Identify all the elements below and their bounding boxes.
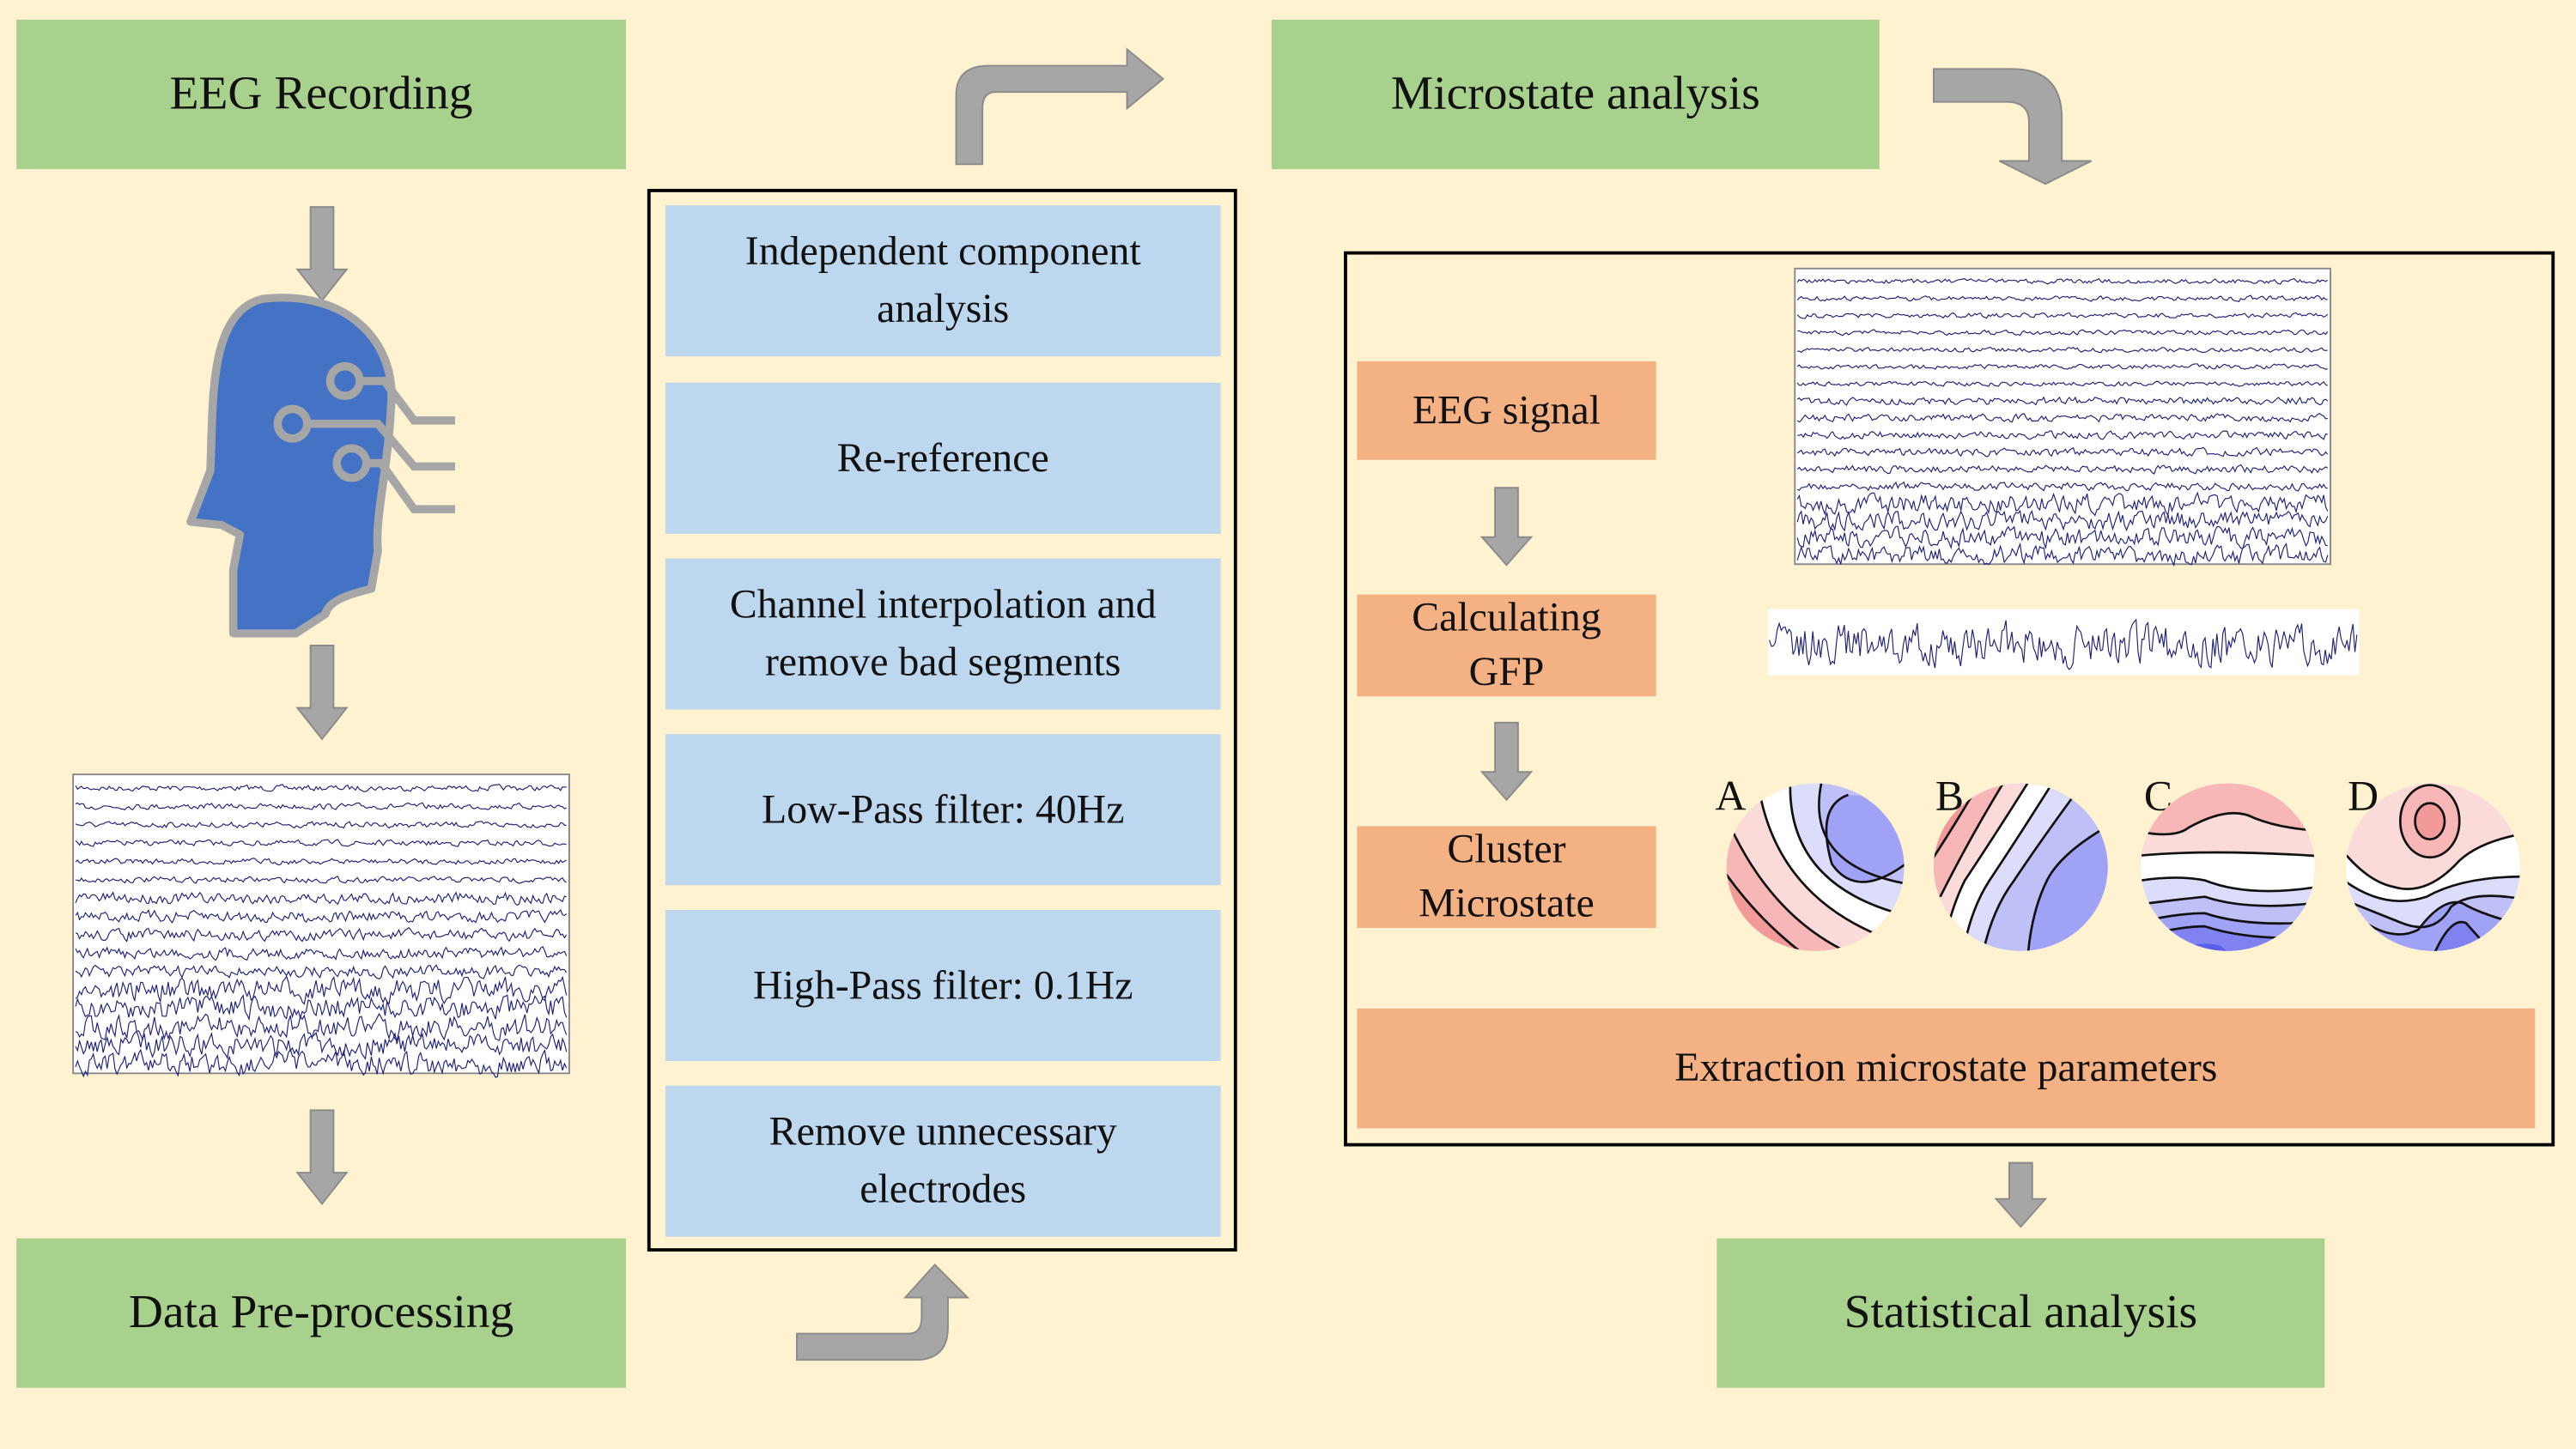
eeg-trace <box>1796 464 2329 475</box>
eeg-trace <box>1796 294 2328 302</box>
preproc-step-label: Independent component analysis <box>744 229 1141 332</box>
eeg-trace <box>1796 446 2329 458</box>
down-arrow-icon <box>1479 487 1534 567</box>
topomap-c <box>2141 783 2315 951</box>
micro-step-calculating-gfp: Calculating GFP <box>1357 594 1656 697</box>
eeg-trace <box>75 802 567 811</box>
preproc-step-label: Re-reference <box>836 435 1049 481</box>
eeg-signal-plot <box>1794 267 2331 567</box>
raw-eeg-plot <box>72 773 570 1078</box>
down-arrow-icon <box>295 1109 349 1205</box>
preproc-step-label: Low-Pass filter: 40Hz <box>761 787 1125 833</box>
eeg-trace <box>75 946 568 961</box>
eeg-trace <box>1796 380 2329 387</box>
preproc-step-ica: Independent component analysis <box>665 205 1221 357</box>
down-arrow-icon <box>295 206 349 302</box>
step-microstate-analysis-label: Microstate analysis <box>1390 67 1760 120</box>
eeg-trace <box>75 964 568 979</box>
topomap-a <box>1726 783 1905 951</box>
step-microstate-analysis: Microstate analysis <box>1271 19 1880 170</box>
microstate-analysis-frame <box>1344 251 2555 1147</box>
eeg-trace <box>1769 618 2358 670</box>
eeg-trace <box>75 994 568 1022</box>
bent-arrow-right-up-icon <box>795 1263 970 1361</box>
eeg-trace <box>1796 509 2329 532</box>
eeg-trace <box>1797 329 2329 336</box>
eeg-trace <box>75 1012 568 1041</box>
eeg-trace <box>75 858 568 866</box>
bent-arrow-up-right-icon <box>955 47 1165 166</box>
eeg-trace <box>1796 525 2328 550</box>
eeg-trace <box>1797 346 2328 354</box>
eeg-trace <box>75 909 568 924</box>
preproc-step-highpass: High-Pass filter: 0.1Hz <box>665 909 1221 1061</box>
eeg-trace <box>76 876 567 884</box>
eeg-trace <box>1796 413 2328 423</box>
gfp-trace-plot <box>1767 609 2360 676</box>
down-arrow-icon <box>1479 721 1534 802</box>
micro-step-label: EEG signal <box>1412 388 1601 433</box>
micro-step-label: Calculating GFP <box>1412 596 1601 695</box>
eeg-trace <box>75 1048 568 1078</box>
eeg-trace <box>75 975 568 1005</box>
topomap-d <box>2346 783 2521 951</box>
eeg-trace <box>75 926 568 943</box>
eeg-trace <box>1796 312 2329 319</box>
step-statistical-analysis-label: Statistical analysis <box>1844 1286 2198 1339</box>
brain-circuit-head-icon <box>186 294 455 638</box>
preproc-step-lowpass: Low-Pass filter: 40Hz <box>665 734 1221 886</box>
preproc-step-label: Remove unnecessary electrodes <box>769 1110 1117 1213</box>
step-data-preprocessing: Data Pre-processing <box>16 1238 626 1388</box>
eeg-trace <box>75 821 567 829</box>
eeg-trace <box>75 1031 568 1061</box>
eeg-trace <box>1796 277 2329 285</box>
preproc-step-interpolation: Channel interpolation and remove bad seg… <box>665 558 1221 710</box>
step-eeg-recording: EEG Recording <box>16 19 626 170</box>
preproc-step-rereference: Re-reference <box>665 382 1221 534</box>
eeg-trace <box>1797 430 2328 440</box>
preproc-step-label: Channel interpolation and remove bad seg… <box>729 583 1157 685</box>
micro-step-label: Cluster Microstate <box>1419 828 1595 927</box>
eeg-trace <box>75 891 567 906</box>
micro-step-cluster: Cluster Microstate <box>1357 826 1656 929</box>
preproc-step-remove-electrodes: Remove unnecessary electrodes <box>665 1085 1221 1237</box>
step-eeg-recording-label: EEG Recording <box>169 67 473 120</box>
micro-step-extraction: Extraction microstate parameters <box>1357 1008 2536 1129</box>
down-arrow-icon <box>1994 1161 2048 1228</box>
eeg-trace <box>1796 491 2329 517</box>
eeg-trace <box>1796 396 2329 406</box>
step-data-preprocessing-label: Data Pre-processing <box>128 1286 514 1339</box>
eeg-trace <box>1796 542 2329 567</box>
bent-arrow-right-down-icon <box>1932 68 2093 185</box>
down-arrow-icon <box>295 644 349 741</box>
eeg-trace <box>75 783 567 792</box>
eeg-trace <box>75 839 567 847</box>
eeg-trace <box>1796 481 2328 492</box>
micro-step-eeg-signal: EEG signal <box>1357 361 1656 460</box>
topomap-b <box>1933 783 2108 951</box>
preprocessing-steps-frame <box>647 189 1237 1252</box>
micro-step-label: Extraction microstate parameters <box>1674 1046 2218 1091</box>
step-statistical-analysis: Statistical analysis <box>1716 1238 2325 1388</box>
eeg-trace <box>1796 363 2328 370</box>
topomap-label-a: A <box>1715 772 1747 820</box>
preproc-step-label: High-Pass filter: 0.1Hz <box>753 963 1133 1008</box>
